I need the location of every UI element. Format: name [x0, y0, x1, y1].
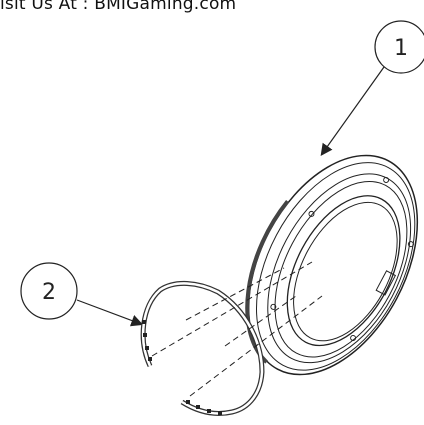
part-2-split-ring: [140, 281, 265, 417]
callout-1: 1: [320, 20, 424, 156]
callout-2-leader: [76, 299, 144, 327]
part-1-ring: [245, 154, 419, 376]
callout-1-label: 1: [394, 36, 408, 61]
callout-2-label: 2: [42, 280, 56, 305]
callout-2: 2: [20, 262, 144, 327]
alignment-lines: [151, 261, 323, 397]
callout-2-circle: [20, 262, 78, 320]
callout-1-leader: [320, 66, 385, 156]
header-text: isit Us At : BMIGaming.com: [0, 0, 237, 14]
callout-1-circle: [374, 20, 424, 74]
